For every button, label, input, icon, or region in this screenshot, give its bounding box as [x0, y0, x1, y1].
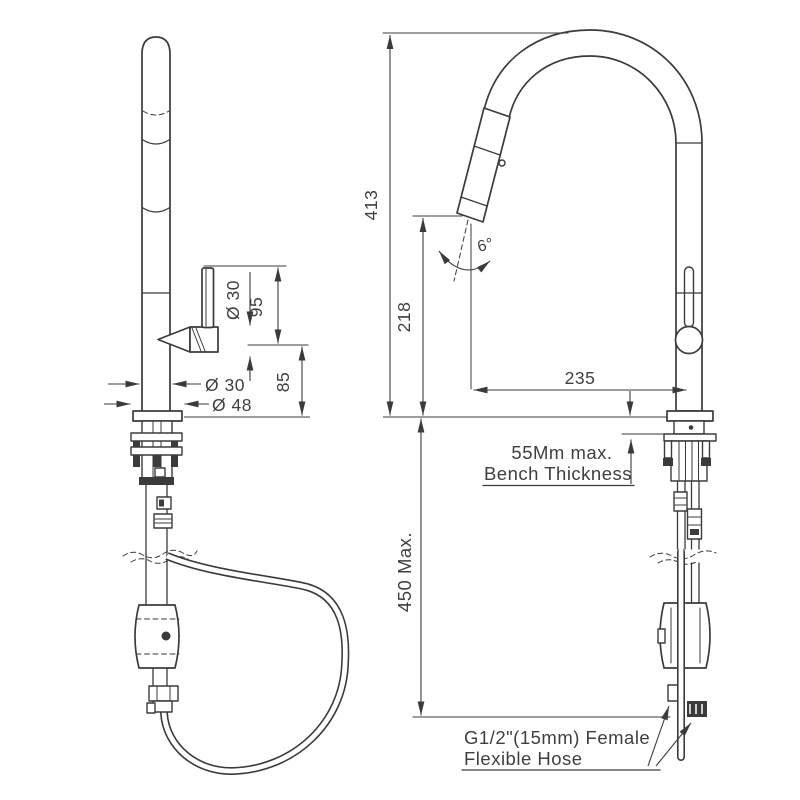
weight-notch [657, 628, 666, 644]
dim-450-max: 450 Max. [394, 418, 671, 718]
side-bottom-fitting [146, 667, 179, 714]
side-under-bench-mount [130, 420, 183, 485]
hose-end-fitting [687, 701, 707, 717]
dim-angle-label: 6° [476, 235, 496, 256]
pipe-seam-2 [142, 207, 170, 213]
stud-nut-right [171, 455, 178, 467]
base-flange-front [666, 410, 714, 422]
weight-body-side [134, 604, 180, 669]
stud-front-right [701, 440, 711, 459]
dim-pipe-diameter-label: Ø 30 [205, 375, 245, 395]
dim-swivel-angle: 6° [438, 219, 496, 282]
stud-foot-right [701, 458, 711, 466]
spray-head-seam [473, 145, 501, 156]
weight-screw [161, 631, 171, 641]
dim-base-diameter-label: Ø 48 [212, 395, 252, 415]
dim-valve-diameter-label: Ø 30 [223, 280, 243, 320]
stud-foot-left [663, 458, 673, 466]
spray-button [498, 159, 506, 167]
stud-nut-mid [153, 455, 161, 467]
side-hose-weight [134, 604, 180, 669]
valve-hatch-1 [191, 327, 202, 352]
dim-235: 235 [470, 223, 687, 394]
handle-lever-side [201, 267, 215, 329]
pipe-seam-dashed [142, 110, 170, 116]
side-hose-loop [160, 552, 350, 776]
spray-head-tip-seam [460, 196, 488, 207]
hose-fitting-mark [690, 529, 699, 535]
dim-413: 413 [361, 32, 569, 416]
mount-plate-lower [130, 446, 183, 456]
hose-note-line1: G1/2"(15mm) Female [464, 727, 650, 748]
pipe-coupling [153, 513, 173, 529]
dim-218-label: 218 [394, 302, 414, 333]
bench-note-line2: Bench Thickness [484, 463, 632, 484]
hose-loop-inner [161, 553, 348, 774]
dim-85-label: 85 [273, 372, 293, 392]
mount-screw-dot [688, 425, 694, 430]
dim-450-label: 450 Max. [394, 532, 415, 612]
handle-pin-front [683, 266, 695, 328]
shank-collar [154, 467, 166, 478]
side-view: Ø 30 95 85 Ø 30 Ø 48 [104, 36, 350, 776]
side-spout-pipe [141, 36, 171, 411]
hose-note-line2: Flexible Hose [464, 748, 583, 769]
nut-tab [146, 702, 156, 714]
dim-valve-diameter: Ø 30 [223, 272, 254, 381]
front-view: 413 218 235 6° 450 Max. [361, 29, 717, 771]
hose-fitting-left [673, 491, 688, 512]
dim-85: 85 [273, 346, 306, 416]
pipe-seam-1 [142, 139, 170, 145]
valve-hatch-2 [195, 327, 206, 352]
mount-plate-upper [130, 432, 183, 442]
spray-head-body [456, 107, 511, 223]
dim-413-label: 413 [361, 190, 381, 221]
shank-cap [139, 477, 174, 485]
nut-tail [152, 700, 173, 713]
hose-loop-outline [160, 552, 350, 776]
dim-base-diameter: Ø 48 [104, 395, 252, 415]
handle-ball-joint [674, 325, 704, 355]
dim-235-label: 235 [565, 368, 596, 388]
break-line-side-1 [122, 549, 198, 559]
side-lower-pipe [145, 484, 173, 605]
stud-seg-left [133, 441, 140, 447]
note-flexible-hose: G1/2"(15mm) Female Flexible Hose [461, 705, 692, 771]
bench-note-line1: 55Mm max. [511, 442, 612, 463]
front-hoses [673, 480, 703, 550]
spray-head [456, 107, 511, 223]
stud-seg-right [171, 441, 178, 447]
stud-front-left [663, 440, 673, 459]
dim-95: 95 [203, 265, 309, 346]
front-under-bench-mount [663, 420, 717, 482]
gooseneck-arch [483, 29, 703, 412]
pipe-clip-dark [159, 499, 164, 507]
dim-95-label: 95 [246, 297, 266, 317]
note-bench-thickness: 55Mm max. Bench Thickness [482, 391, 667, 487]
dim-218: 218 [394, 215, 463, 416]
mount-plate-front [663, 433, 717, 442]
break-line-side-2 [130, 556, 189, 564]
dim-pipe-diameter: Ø 30 [108, 375, 245, 395]
stud-nut-left [133, 455, 140, 467]
hex-nut [148, 685, 179, 702]
base-flange-side [132, 410, 183, 422]
